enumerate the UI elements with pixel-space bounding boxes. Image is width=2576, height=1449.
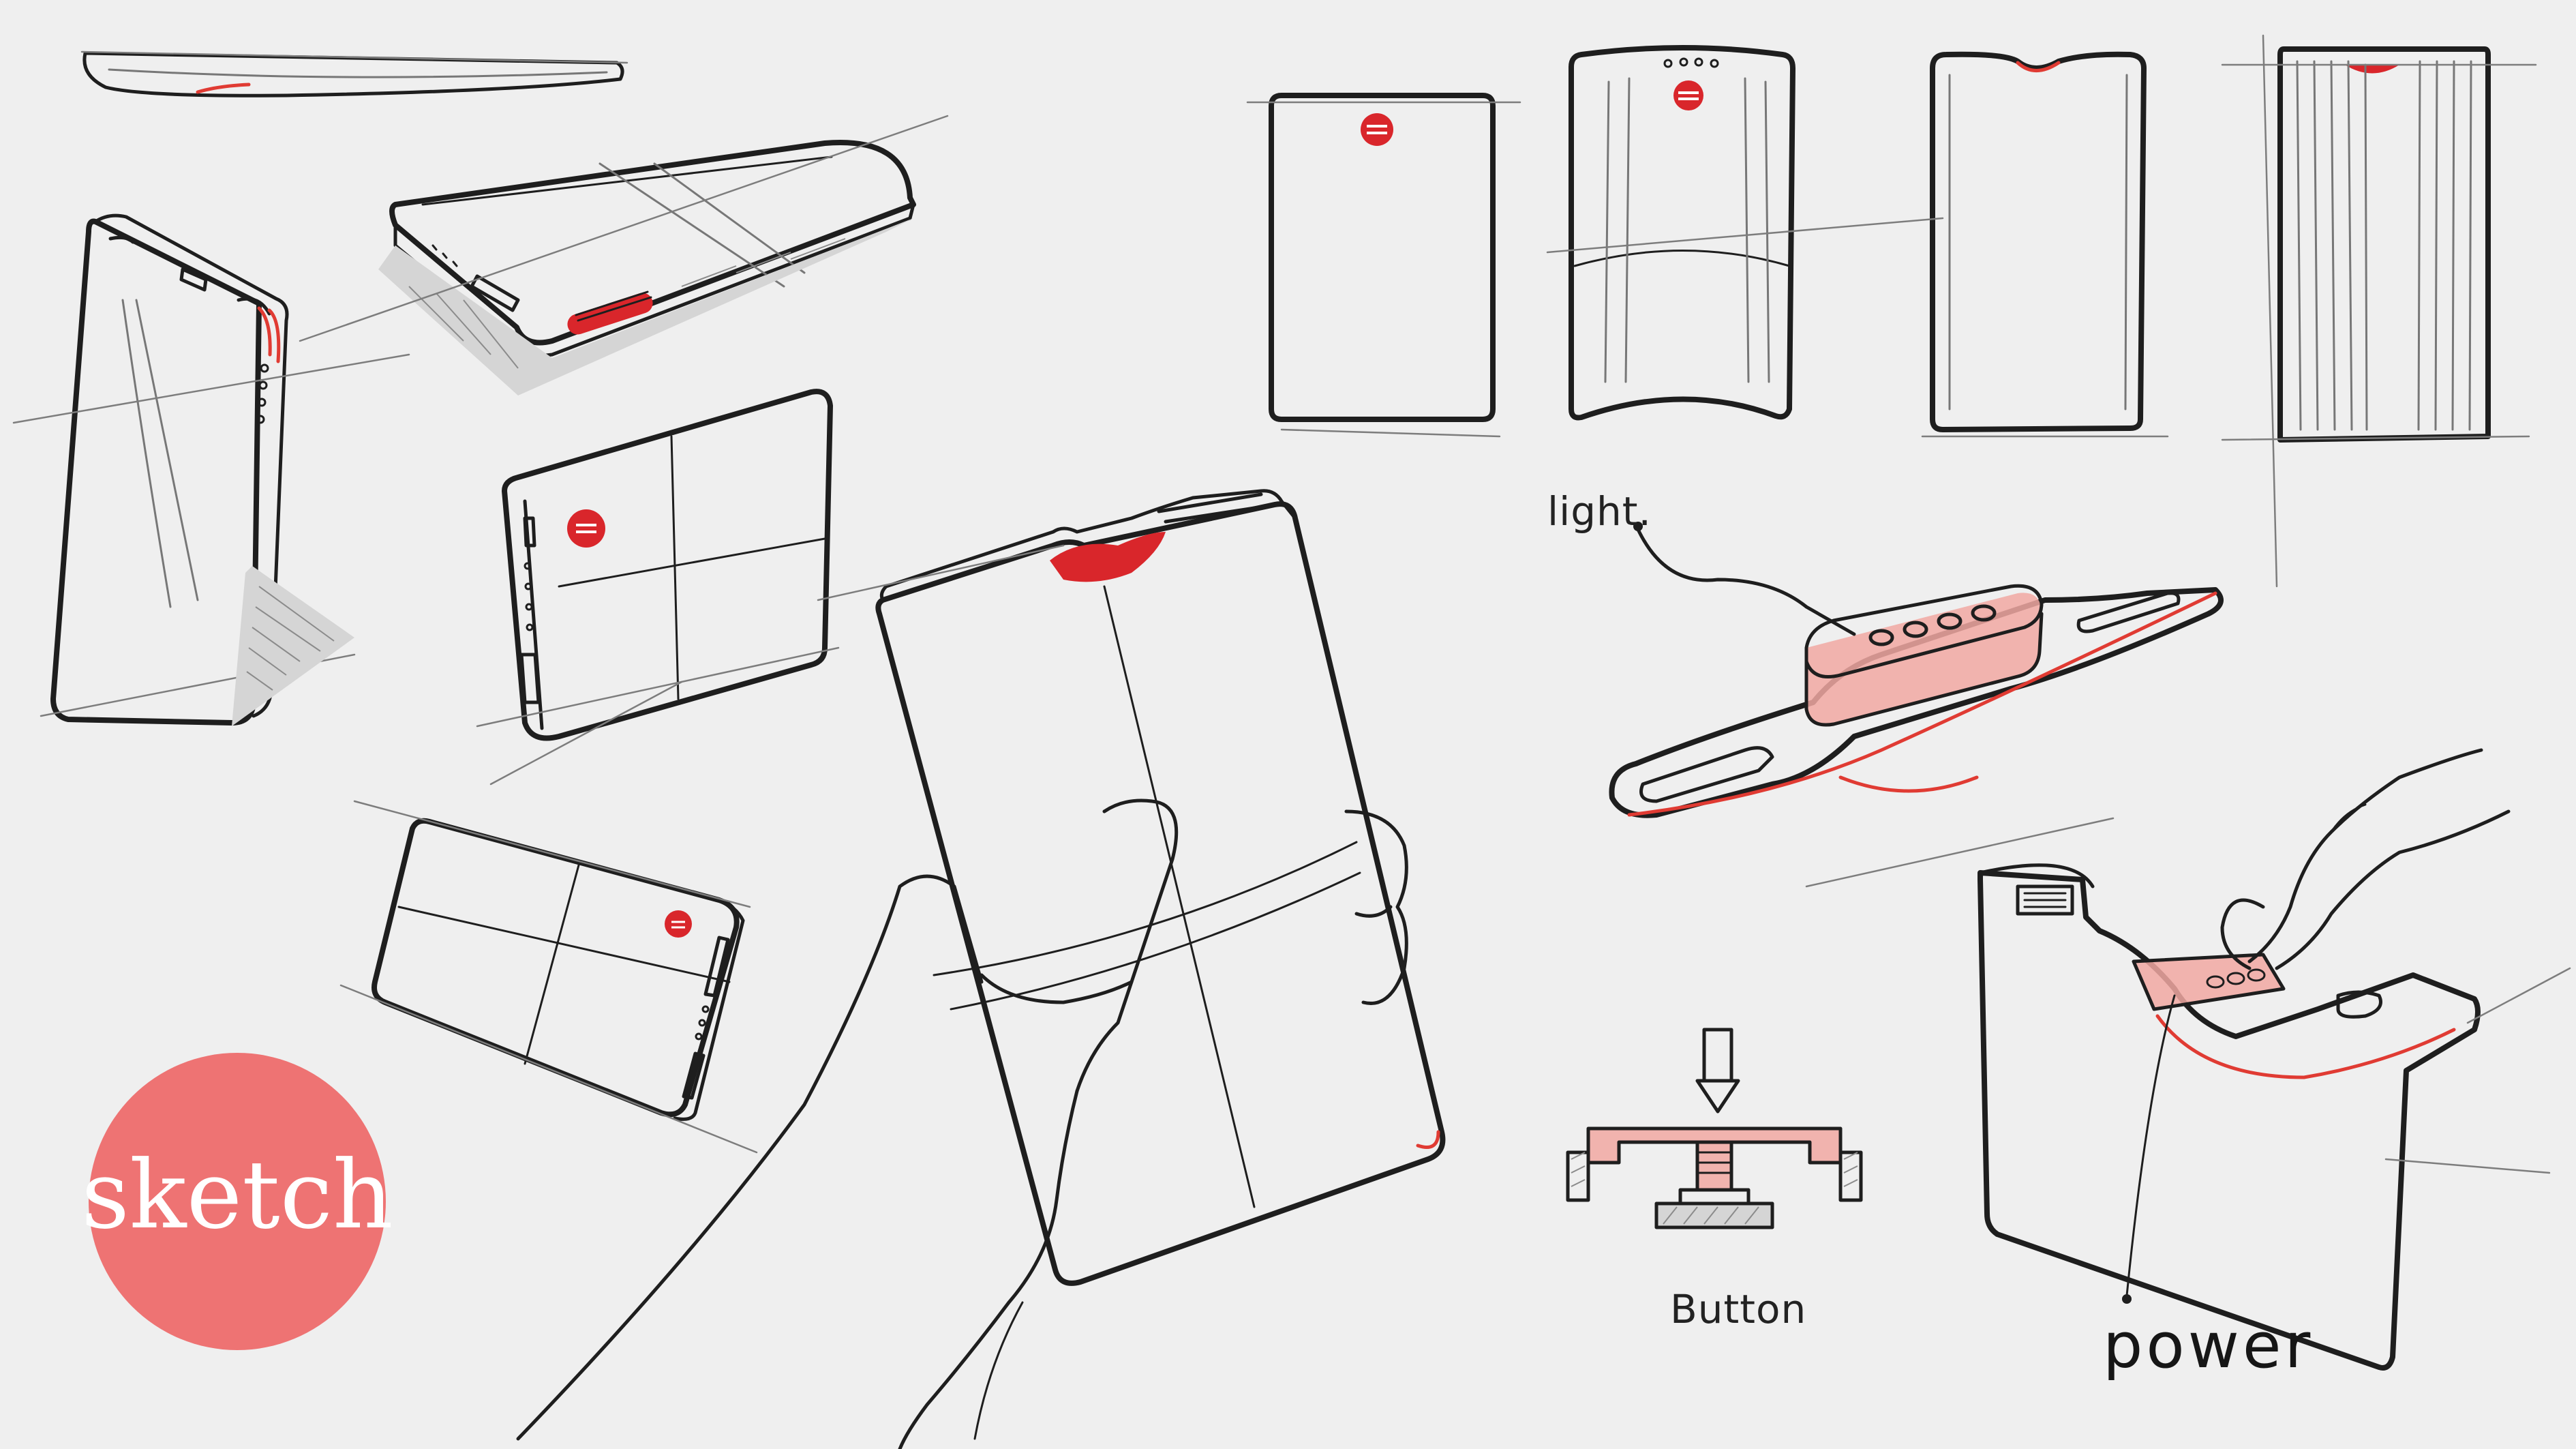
badge-text: sketch xyxy=(81,1140,393,1250)
button-label: Button xyxy=(1670,1286,1806,1332)
front-view-flat xyxy=(1269,93,1496,422)
hand-holding-device-view xyxy=(516,489,1446,1449)
led-dots xyxy=(256,363,269,424)
flat-device-shadow xyxy=(378,218,913,395)
side-port-button xyxy=(567,509,605,548)
button-section-view: Button xyxy=(1566,1028,1863,1332)
light-block xyxy=(1804,584,2044,727)
sketch-badge: sketch xyxy=(81,1053,393,1350)
badge-circle xyxy=(89,1053,386,1350)
light-label: light. xyxy=(1547,488,1652,535)
front-view-curved xyxy=(1569,45,1795,421)
lying-device-button xyxy=(665,910,692,938)
standing-device-view xyxy=(12,213,410,726)
power-button-area xyxy=(2132,953,2286,1011)
power-box-view: power xyxy=(1805,748,2571,1382)
light-strap-view: light. xyxy=(1547,488,2224,818)
power-label: power xyxy=(2103,1309,2314,1382)
front-view-ribbed xyxy=(2221,34,2537,588)
side-port-device-view xyxy=(476,389,840,786)
lying-device-view xyxy=(339,800,758,1154)
standing-device-shadow xyxy=(232,566,354,726)
flat-angled-device-view xyxy=(299,115,949,395)
slim-profile-view xyxy=(80,50,628,98)
hand xyxy=(516,798,1408,1449)
front-view-notch xyxy=(1930,51,2147,432)
